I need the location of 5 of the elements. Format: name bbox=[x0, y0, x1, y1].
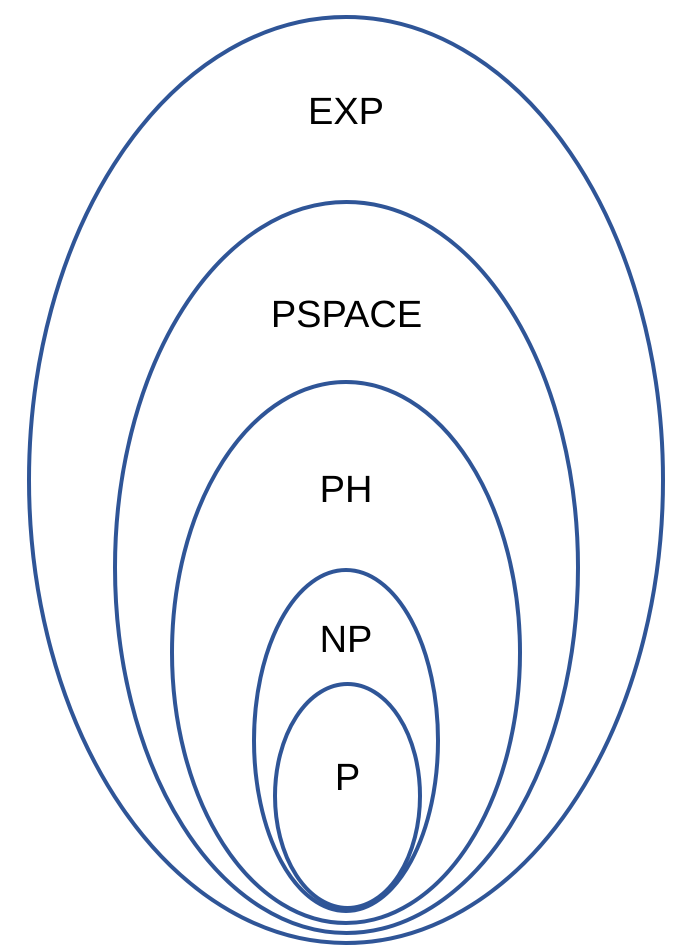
set-label: PH bbox=[320, 468, 372, 512]
set-label: NP bbox=[320, 618, 372, 662]
set-label: EXP bbox=[308, 90, 384, 134]
set-label: P bbox=[334, 756, 360, 800]
set-label: PSPACE bbox=[270, 293, 422, 337]
